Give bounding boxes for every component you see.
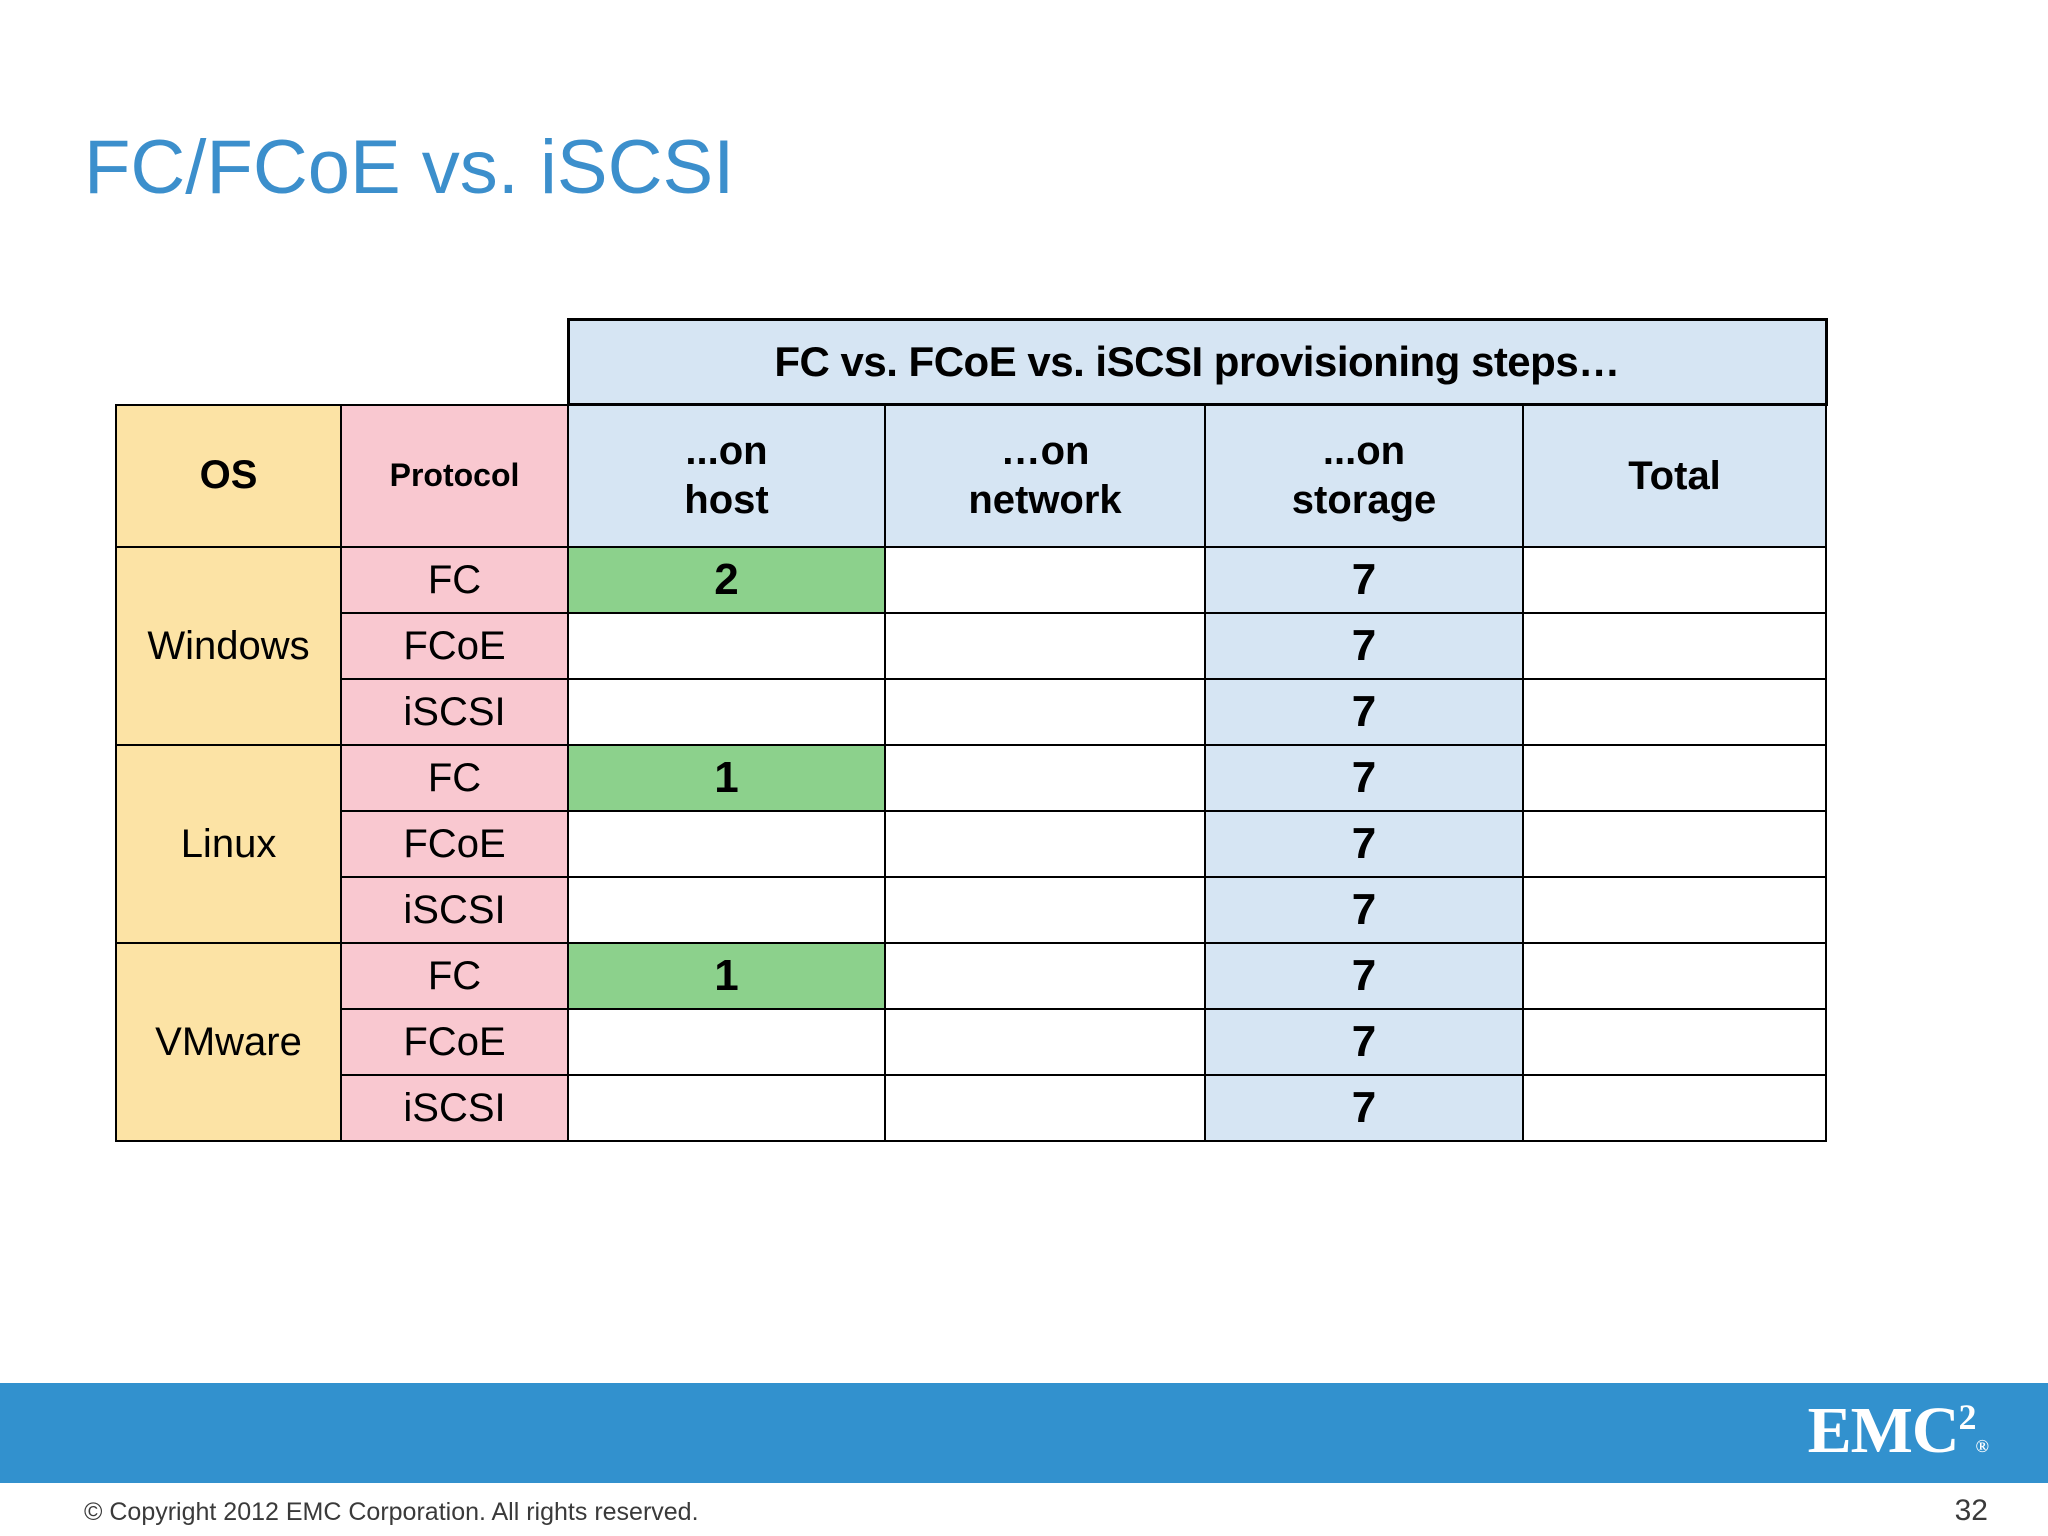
host-value-cell bbox=[567, 678, 886, 746]
protocol-cell: iSCSI bbox=[340, 678, 569, 746]
total-value-cell bbox=[1521, 810, 1828, 878]
emc-logo: EMC2® bbox=[1808, 1397, 1989, 1464]
table-row: FCoE 7 bbox=[116, 612, 1828, 680]
os-cell: VMware bbox=[115, 942, 342, 1142]
network-value-cell bbox=[884, 810, 1206, 878]
column-header-host: ...on host bbox=[567, 403, 886, 548]
protocol-cell: FCoE bbox=[340, 810, 569, 878]
column-header-protocol: Protocol bbox=[340, 403, 569, 548]
total-value-cell bbox=[1521, 678, 1828, 746]
host-value-cell: 2 bbox=[567, 546, 886, 614]
table-row: FCoE 7 bbox=[116, 810, 1828, 878]
protocol-cell: FCoE bbox=[340, 1008, 569, 1076]
host-value-cell bbox=[567, 1074, 886, 1142]
protocol-cell: FC bbox=[340, 546, 569, 614]
protocol-cell: FCoE bbox=[340, 612, 569, 680]
host-value-cell: 1 bbox=[567, 744, 886, 812]
storage-value-cell: 7 bbox=[1204, 810, 1524, 878]
total-value-cell bbox=[1521, 876, 1828, 944]
network-value-cell bbox=[884, 546, 1206, 614]
storage-value-cell: 7 bbox=[1204, 1008, 1524, 1076]
storage-value-cell: 7 bbox=[1204, 744, 1524, 812]
os-cell: Windows bbox=[115, 546, 342, 746]
copyright-notice: © Copyright 2012 EMC Corporation. All ri… bbox=[84, 1498, 699, 1526]
os-cell: Linux bbox=[115, 744, 342, 944]
page-number: 32 bbox=[1954, 1494, 1988, 1527]
table-header-row: OS Protocol ...on host …on network ...on… bbox=[115, 403, 1828, 548]
network-value-cell bbox=[884, 744, 1206, 812]
network-value-cell bbox=[884, 612, 1206, 680]
column-header-host-line1: ...on bbox=[685, 429, 768, 474]
page-title: FC/FCoE vs. iSCSI bbox=[84, 125, 735, 210]
protocol-cell: iSCSI bbox=[340, 876, 569, 944]
column-header-storage-line2: storage bbox=[1291, 478, 1437, 522]
total-value-cell bbox=[1521, 612, 1828, 680]
banner-spacer bbox=[341, 320, 568, 405]
network-value-cell bbox=[884, 876, 1206, 944]
table-banner-row: FC vs. FCoE vs. iSCSI provisioning steps… bbox=[116, 318, 1828, 406]
emc-logo-superscript: 2 bbox=[1958, 1397, 1977, 1437]
table-row: iSCSI 7 bbox=[116, 876, 1828, 944]
storage-value-cell: 7 bbox=[1204, 942, 1524, 1010]
column-header-network: …on network bbox=[884, 403, 1206, 548]
provisioning-steps-table: FC vs. FCoE vs. iSCSI provisioning steps… bbox=[115, 318, 1828, 1142]
total-value-cell bbox=[1521, 1074, 1828, 1142]
column-header-network-line1: …on bbox=[1000, 429, 1090, 474]
column-header-host-line2: host bbox=[684, 478, 769, 522]
network-value-cell bbox=[884, 1008, 1206, 1076]
total-value-cell bbox=[1521, 546, 1828, 614]
storage-value-cell: 7 bbox=[1204, 612, 1524, 680]
protocol-cell: FC bbox=[340, 744, 569, 812]
protocol-cell: FC bbox=[340, 942, 569, 1010]
total-value-cell bbox=[1521, 1008, 1828, 1076]
footer-bar bbox=[0, 1383, 2048, 1483]
column-header-os: OS bbox=[115, 403, 342, 548]
storage-value-cell: 7 bbox=[1204, 1074, 1524, 1142]
column-header-storage-line1: ...on bbox=[1322, 429, 1406, 474]
network-value-cell bbox=[884, 1074, 1206, 1142]
host-value-cell bbox=[567, 876, 886, 944]
network-value-cell bbox=[884, 678, 1206, 746]
table-banner-title: FC vs. FCoE vs. iSCSI provisioning steps… bbox=[566, 318, 1828, 406]
table-row: iSCSI 7 bbox=[116, 1074, 1828, 1142]
column-header-network-line2: network bbox=[968, 478, 1122, 522]
host-value-cell bbox=[567, 612, 886, 680]
banner-spacer bbox=[116, 320, 341, 405]
table-row: FCoE 7 bbox=[116, 1008, 1828, 1076]
storage-value-cell: 7 bbox=[1204, 678, 1524, 746]
column-header-storage: ...on storage bbox=[1204, 403, 1524, 548]
table-row: iSCSI 7 bbox=[116, 678, 1828, 746]
emc-logo-registered: ® bbox=[1975, 1436, 1989, 1456]
protocol-cell: iSCSI bbox=[340, 1074, 569, 1142]
host-value-cell bbox=[567, 810, 886, 878]
host-value-cell bbox=[567, 1008, 886, 1076]
total-value-cell bbox=[1521, 744, 1828, 812]
total-value-cell bbox=[1521, 942, 1828, 1010]
storage-value-cell: 7 bbox=[1204, 876, 1524, 944]
host-value-cell: 1 bbox=[567, 942, 886, 1010]
network-value-cell bbox=[884, 942, 1206, 1010]
emc-logo-text: EMC bbox=[1807, 1394, 1960, 1467]
storage-value-cell: 7 bbox=[1204, 546, 1524, 614]
column-header-total: Total bbox=[1521, 403, 1828, 548]
